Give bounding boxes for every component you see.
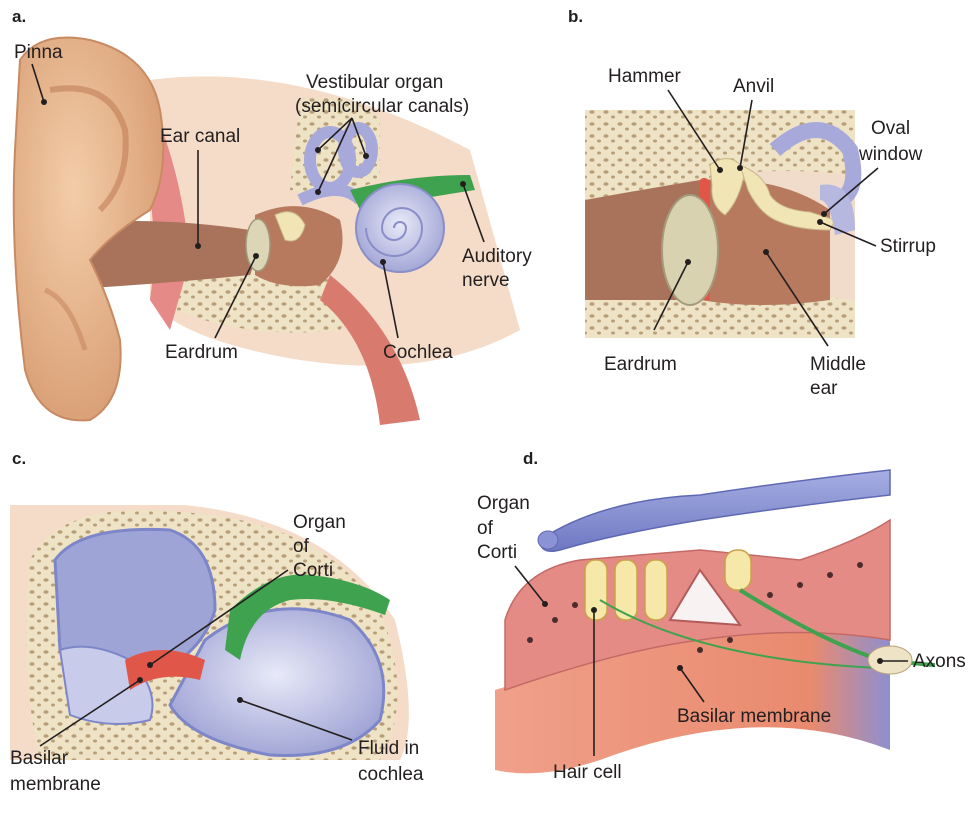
label-vestibular-1: Vestibular organ: [306, 72, 443, 93]
label-ear-canal: Ear canal: [160, 126, 240, 147]
panel-b-tag: b.: [568, 7, 583, 26]
cochlea-shape: [356, 184, 444, 272]
label-hammer: Hammer: [608, 66, 682, 87]
panel-a-tag: a.: [12, 7, 26, 26]
label-oval-1: Oval: [871, 118, 910, 139]
label-basilar-d: Basilar membrane: [677, 706, 831, 727]
label-pinna: Pinna: [14, 42, 63, 63]
label-oval-2: window: [858, 144, 923, 165]
panel-b: b. Hammer Anvil Oval window Stirrup Eard…: [568, 7, 936, 399]
panel-c-tag: c.: [12, 449, 26, 468]
tectorial-membrane: [540, 470, 890, 551]
label-auditory-1: Auditory: [462, 246, 532, 267]
label-vestibular-2: (semicircular canals): [295, 96, 469, 117]
panel-d-tag: d.: [523, 449, 538, 468]
label-basilar-c-2: membrane: [10, 774, 101, 795]
label-anvil: Anvil: [733, 76, 774, 97]
label-middle-2: ear: [810, 378, 838, 399]
label-organ-c-2: of: [293, 536, 310, 557]
label-organ-d-3: Corti: [477, 542, 517, 563]
label-axons: Axons: [913, 651, 966, 672]
eardrum-b-shape: [662, 195, 718, 305]
label-organ-c-1: Organ: [293, 512, 346, 533]
panel-d: d. Organ of Corti Axons: [477, 449, 966, 783]
eardrum-shape: [246, 219, 270, 271]
label-stirrup: Stirrup: [880, 236, 936, 257]
label-eardrum-b: Eardrum: [604, 354, 677, 375]
label-eardrum-a: Eardrum: [165, 342, 238, 363]
label-organ-c-3: Corti: [293, 560, 333, 581]
label-hair-cell: Hair cell: [553, 762, 622, 783]
label-fluid-2: cochlea: [358, 764, 424, 785]
label-cochlea: Cochlea: [383, 342, 453, 363]
panel-c: c. Organ of Corti Basilar membrane Fluid…: [10, 449, 424, 795]
label-fluid-1: Fluid in: [358, 738, 419, 759]
label-middle-1: Middle: [810, 354, 866, 375]
panel-a: a. Pinna: [12, 7, 532, 425]
label-auditory-2: nerve: [462, 270, 510, 291]
label-organ-d-1: Organ: [477, 493, 530, 514]
label-organ-d-2: of: [477, 518, 494, 539]
label-basilar-c-1: Basilar: [10, 748, 69, 769]
